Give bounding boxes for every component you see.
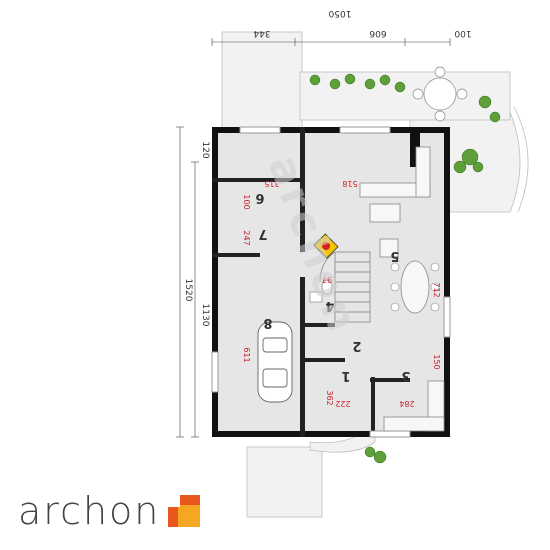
room-number-5: 5 — [390, 248, 399, 263]
garage-paving — [221, 31, 303, 133]
brand-logo-mark-icon — [168, 495, 201, 527]
terrace-edge — [513, 106, 529, 213]
room-dim-r1-w: 222 — [335, 399, 350, 408]
room-number-4: 4 — [325, 298, 334, 313]
stairs — [319, 251, 371, 323]
kitchen-counter — [383, 380, 445, 432]
dining-chairs — [390, 262, 440, 312]
dimension-lines — [176, 38, 451, 438]
dim-top-total: 1050 — [328, 8, 351, 18]
outdoor-table — [412, 66, 468, 122]
room-dim-r7-h: 247 — [242, 230, 251, 245]
brand-logo-text: archon — [18, 489, 161, 533]
room-number-7: 7 — [258, 226, 267, 241]
room-dim-r8-h: 611 — [242, 347, 251, 362]
inner-walls — [212, 127, 410, 437]
room-number-3: 3 — [401, 368, 410, 383]
plant-icon — [309, 73, 501, 464]
room-dim-r4-w: 97 — [322, 275, 332, 284]
front-paving — [246, 446, 323, 518]
room-dim-r3-h: 150 — [432, 354, 441, 369]
room-dim-r3-w: 284 — [399, 399, 414, 408]
car-icon — [257, 321, 293, 403]
brand-logo: archon — [18, 489, 201, 533]
dim-left-inner: 1130 — [200, 304, 210, 327]
room-number-6: 6 — [255, 190, 264, 205]
dim-top-seg-3: 100 — [454, 28, 471, 38]
brand-square-icon — [168, 495, 201, 527]
room-number-1: 1 — [341, 368, 350, 383]
dim-left-small: 120 — [200, 141, 210, 158]
room-dim-r6-w: 315 — [264, 179, 279, 188]
room-dim-r5-h: 712 — [432, 282, 441, 297]
room-number-2: 2 — [352, 338, 361, 353]
dimension-texts: 1050 344 606 100 1520 1130 120 — [183, 8, 472, 327]
dim-left-total: 1520 — [183, 279, 193, 302]
room-dim-r1-h: 362 — [325, 390, 334, 405]
bathroom-fixtures — [309, 279, 333, 303]
coffee-table — [369, 203, 401, 223]
armchair — [379, 238, 399, 258]
dim-top-seg-2: 606 — [369, 28, 386, 38]
fireplace-icon — [313, 233, 339, 259]
sofa — [359, 146, 431, 198]
room-number-8: 8 — [263, 315, 272, 330]
dim-top-seg-1: 344 — [253, 28, 270, 38]
room-dim-r6-h: 100 — [242, 194, 251, 209]
outer-walls — [212, 127, 450, 437]
dining-table — [400, 260, 430, 314]
room-labels: 1 2 3 4 5 6 7 8 315 518 100 247 712 97 6… — [242, 179, 441, 408]
terrace-top — [299, 71, 511, 121]
room-dim-r5-w: 518 — [342, 179, 357, 188]
windows — [211, 126, 451, 438]
